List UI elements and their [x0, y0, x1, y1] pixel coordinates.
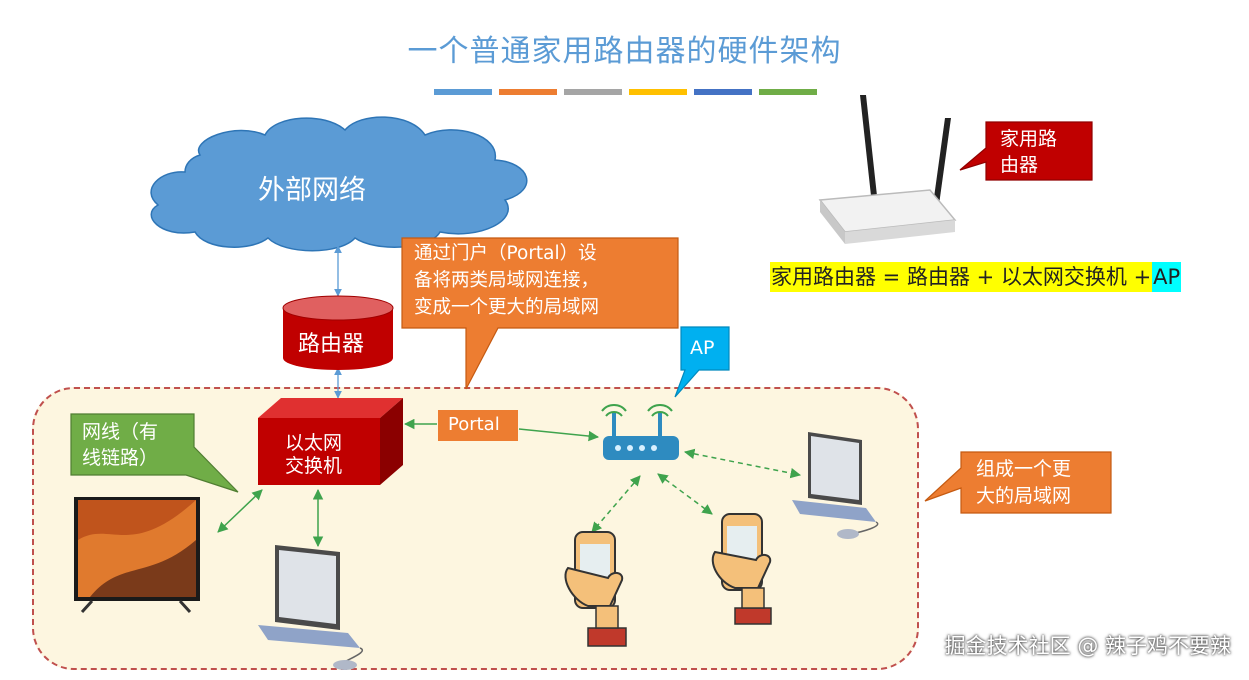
home-router-callout-line2: 由器: [1000, 154, 1039, 176]
phone-icon-1: [564, 531, 627, 647]
tv-icon: [74, 497, 200, 614]
access-point-icon: [601, 404, 679, 460]
phone-icon-2: [711, 513, 772, 625]
cable-callout-text: 网线（有 线链路）: [82, 419, 158, 471]
router-label: 路由器: [298, 332, 365, 357]
portal-callout: [401, 237, 679, 390]
ap-laptop-wifi-link: [683, 448, 802, 479]
laptop-icon-wireless: [792, 432, 879, 539]
switch-label-line2: 交换机: [285, 455, 343, 477]
formula-legend: 家用路由器 = 路由器 + 以太网交换机 + AP: [770, 262, 1182, 292]
portal-ap-link: [518, 428, 600, 442]
portal-box: [438, 410, 518, 441]
title-bar-5: [694, 89, 752, 95]
formula-ap: AP: [1152, 262, 1182, 292]
ap-callout: [674, 326, 730, 398]
cable-callout: [70, 413, 239, 493]
home-router-callout-line1: 家用路: [1000, 128, 1058, 150]
lan-callout-line2: 大的局域网: [976, 485, 1072, 507]
portal-label: Portal: [448, 414, 500, 435]
lan-callout: [924, 451, 1112, 514]
external-network-cloud: [150, 116, 528, 252]
watermark-text: 掘金技术社区 @ 辣子鸡不要辣: [944, 634, 1231, 658]
ap-phone1-wifi-link: [591, 475, 641, 533]
home-router-picture: [818, 95, 957, 244]
portal-callout-line1: 通过门户（Portal）设: [414, 243, 597, 264]
cable-callout-line2: 线链路）: [82, 447, 159, 469]
formula-text: 家用路由器 = 路由器 + 以太网交换机 +: [770, 262, 1153, 292]
switch-tv-link: [217, 489, 263, 533]
laptop-icon-wired: [258, 545, 363, 670]
cloud-label: 外部网络: [258, 175, 366, 206]
ap-phone2-wifi-link: [657, 473, 713, 515]
portal-callout-line3: 变成一个更大的局域网: [414, 297, 600, 318]
page-title: 一个普通家用路由器的硬件架构: [407, 34, 842, 69]
title-bar-4: [629, 89, 687, 95]
title-bar-1: [434, 89, 492, 95]
ethernet-switch-box: [258, 398, 403, 485]
router-cylinder: [282, 295, 394, 370]
lan-callout-text: 组成一个更 大的局域网: [976, 456, 1071, 510]
title-bar-2: [499, 89, 557, 95]
home-router-callout-text: 家用路 由器: [1000, 126, 1057, 178]
title-bar-6: [759, 89, 817, 95]
title-bar-3: [564, 89, 622, 95]
portal-callout-text: 通过门户（Portal）设 备将两类局域网连接， 变成一个更大的局域网: [414, 240, 599, 321]
home-router-callout: [959, 121, 1093, 181]
cable-callout-line1: 网线（有: [82, 421, 159, 443]
portal-callout-line2: 备将两类局域网连接，: [414, 270, 600, 291]
ap-callout-text: AP: [690, 337, 715, 359]
switch-label-line1: 以太网: [285, 432, 343, 454]
links: [217, 418, 802, 548]
lan-callout-line1: 组成一个更: [976, 458, 1072, 480]
